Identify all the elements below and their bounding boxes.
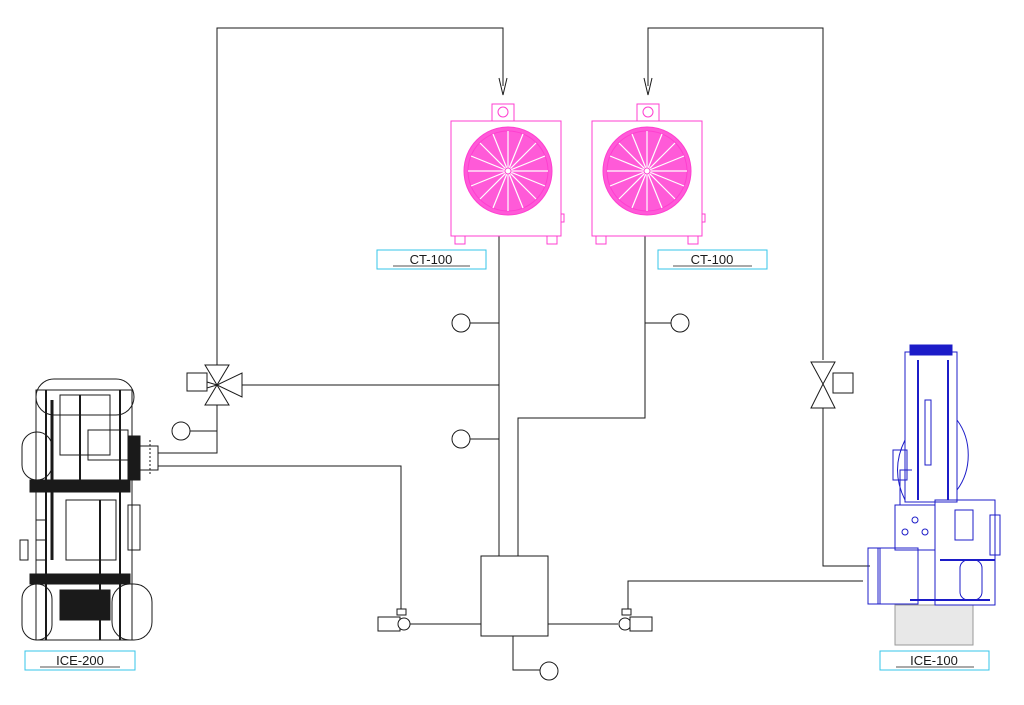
water-tank	[480, 555, 549, 637]
tag-label: CT-100	[410, 252, 453, 267]
pressure-gauge	[451, 429, 471, 449]
gauges	[171, 313, 690, 681]
pressure-gauge	[539, 661, 559, 681]
tag-label: ICE-200	[56, 653, 104, 668]
pipe-ct2-supply	[647, 27, 824, 360]
cooling-tower-2	[591, 103, 706, 245]
arrow-ct2-inlet	[643, 77, 653, 96]
pipe-ct2-return	[517, 236, 646, 556]
pipe-valve-to-ice100	[822, 408, 870, 567]
cooling-tower-1	[450, 103, 565, 245]
tag-label: CT-100	[691, 252, 734, 267]
tag-ct-100-right: CT-100	[657, 249, 768, 270]
tag-label: ICE-100	[910, 653, 958, 668]
pump-left	[377, 608, 415, 632]
pipe-network	[158, 27, 870, 671]
pressure-gauge	[670, 313, 690, 333]
three-way-valve	[186, 364, 243, 406]
pressure-gauge	[171, 421, 191, 441]
pipe-valve-to-ice200	[158, 405, 218, 454]
pipe-ice200-to-pump	[158, 465, 402, 610]
ice-machine-ice-200	[19, 378, 159, 641]
tag-ice-200: ICE-200	[24, 650, 136, 671]
control-valve	[810, 361, 854, 409]
arrow-ct1-inlet	[498, 77, 508, 96]
pressure-gauge	[451, 313, 471, 333]
tag-ice-100: ICE-100	[879, 650, 990, 671]
pipe-ct1-supply	[216, 27, 504, 365]
ice-machine-ice-100	[867, 344, 1001, 646]
pump-right	[618, 608, 653, 632]
pipe-pump-to-ice100	[627, 580, 863, 610]
pipe-tank-drain	[512, 628, 540, 671]
tag-ct-100-left: CT-100	[376, 249, 487, 270]
